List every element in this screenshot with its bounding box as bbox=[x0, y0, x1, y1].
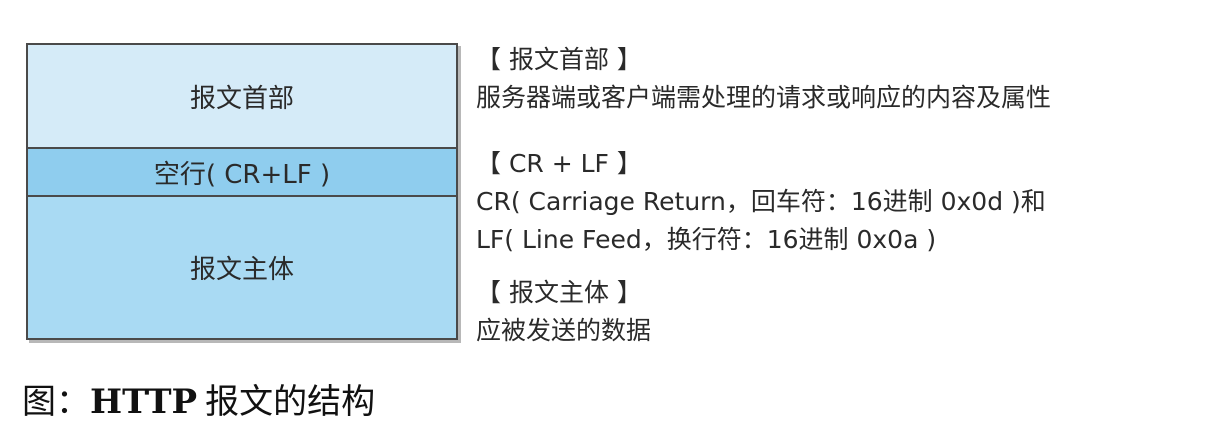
caption-suffix: 报文的结构 bbox=[205, 382, 376, 422]
crlf-description-cr: CR( Carriage Return，回车符：16进制 0x0d )和 bbox=[476, 187, 1046, 216]
header-description: 【 报文首部 】 服务器端或客户端需处理的请求或响应的内容及属性 bbox=[476, 41, 1051, 117]
body-description: 【 报文主体 】 应被发送的数据 bbox=[476, 274, 651, 350]
crlf-description: 【 CR + LF 】 CR( Carriage Return，回车符：16进制… bbox=[476, 145, 1046, 259]
crlf-description-lf: LF( Line Feed，换行符：16进制 0x0a ) bbox=[476, 225, 937, 254]
crlf-description-title: 【 CR + LF 】 bbox=[476, 149, 642, 178]
body-description-title: 【 报文主体 】 bbox=[476, 278, 642, 307]
blank-line-block: 空行( CR+LF ) bbox=[28, 149, 456, 197]
caption-bold: HTTP bbox=[90, 382, 198, 422]
header-description-text: 服务器端或客户端需处理的请求或响应的内容及属性 bbox=[476, 83, 1052, 112]
caption-prefix: 图： bbox=[22, 382, 90, 422]
http-message-diagram: 报文首部 空行( CR+LF ) 报文主体 bbox=[26, 43, 458, 340]
body-description-text: 应被发送的数据 bbox=[476, 316, 652, 345]
header-description-title: 【 报文首部 】 bbox=[476, 45, 642, 74]
body-block: 报文主体 bbox=[28, 197, 456, 338]
header-block: 报文首部 bbox=[28, 45, 456, 149]
